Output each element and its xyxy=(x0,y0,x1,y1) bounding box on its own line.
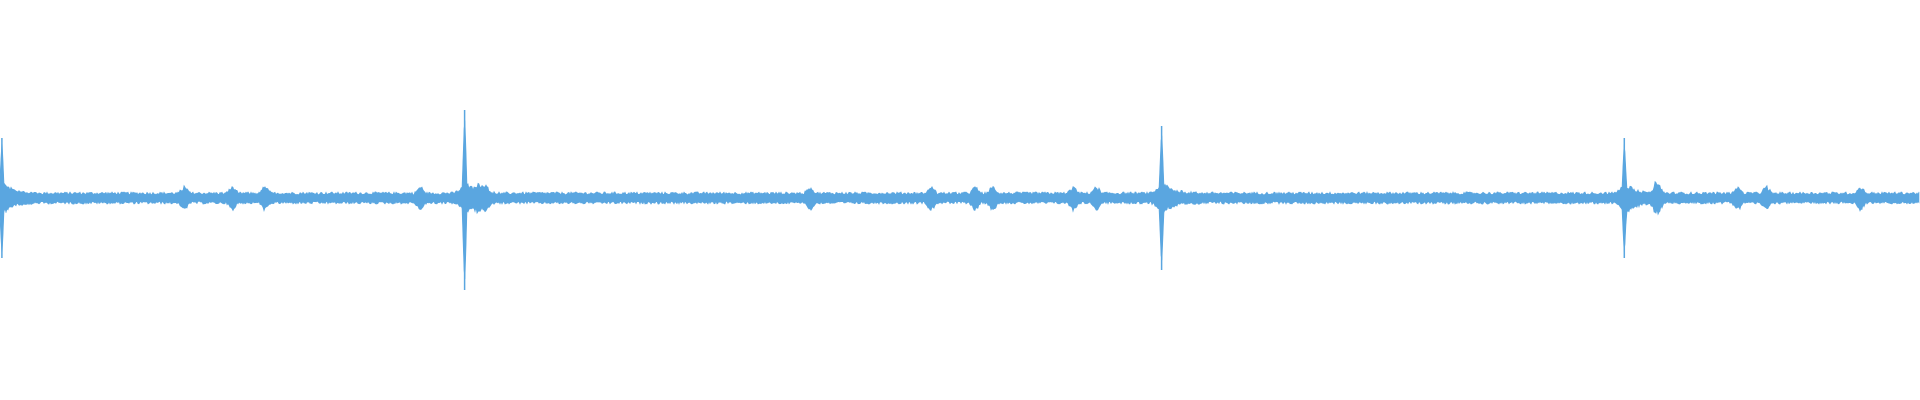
waveform-trace xyxy=(0,110,1920,290)
waveform-envelope xyxy=(0,120,1920,279)
